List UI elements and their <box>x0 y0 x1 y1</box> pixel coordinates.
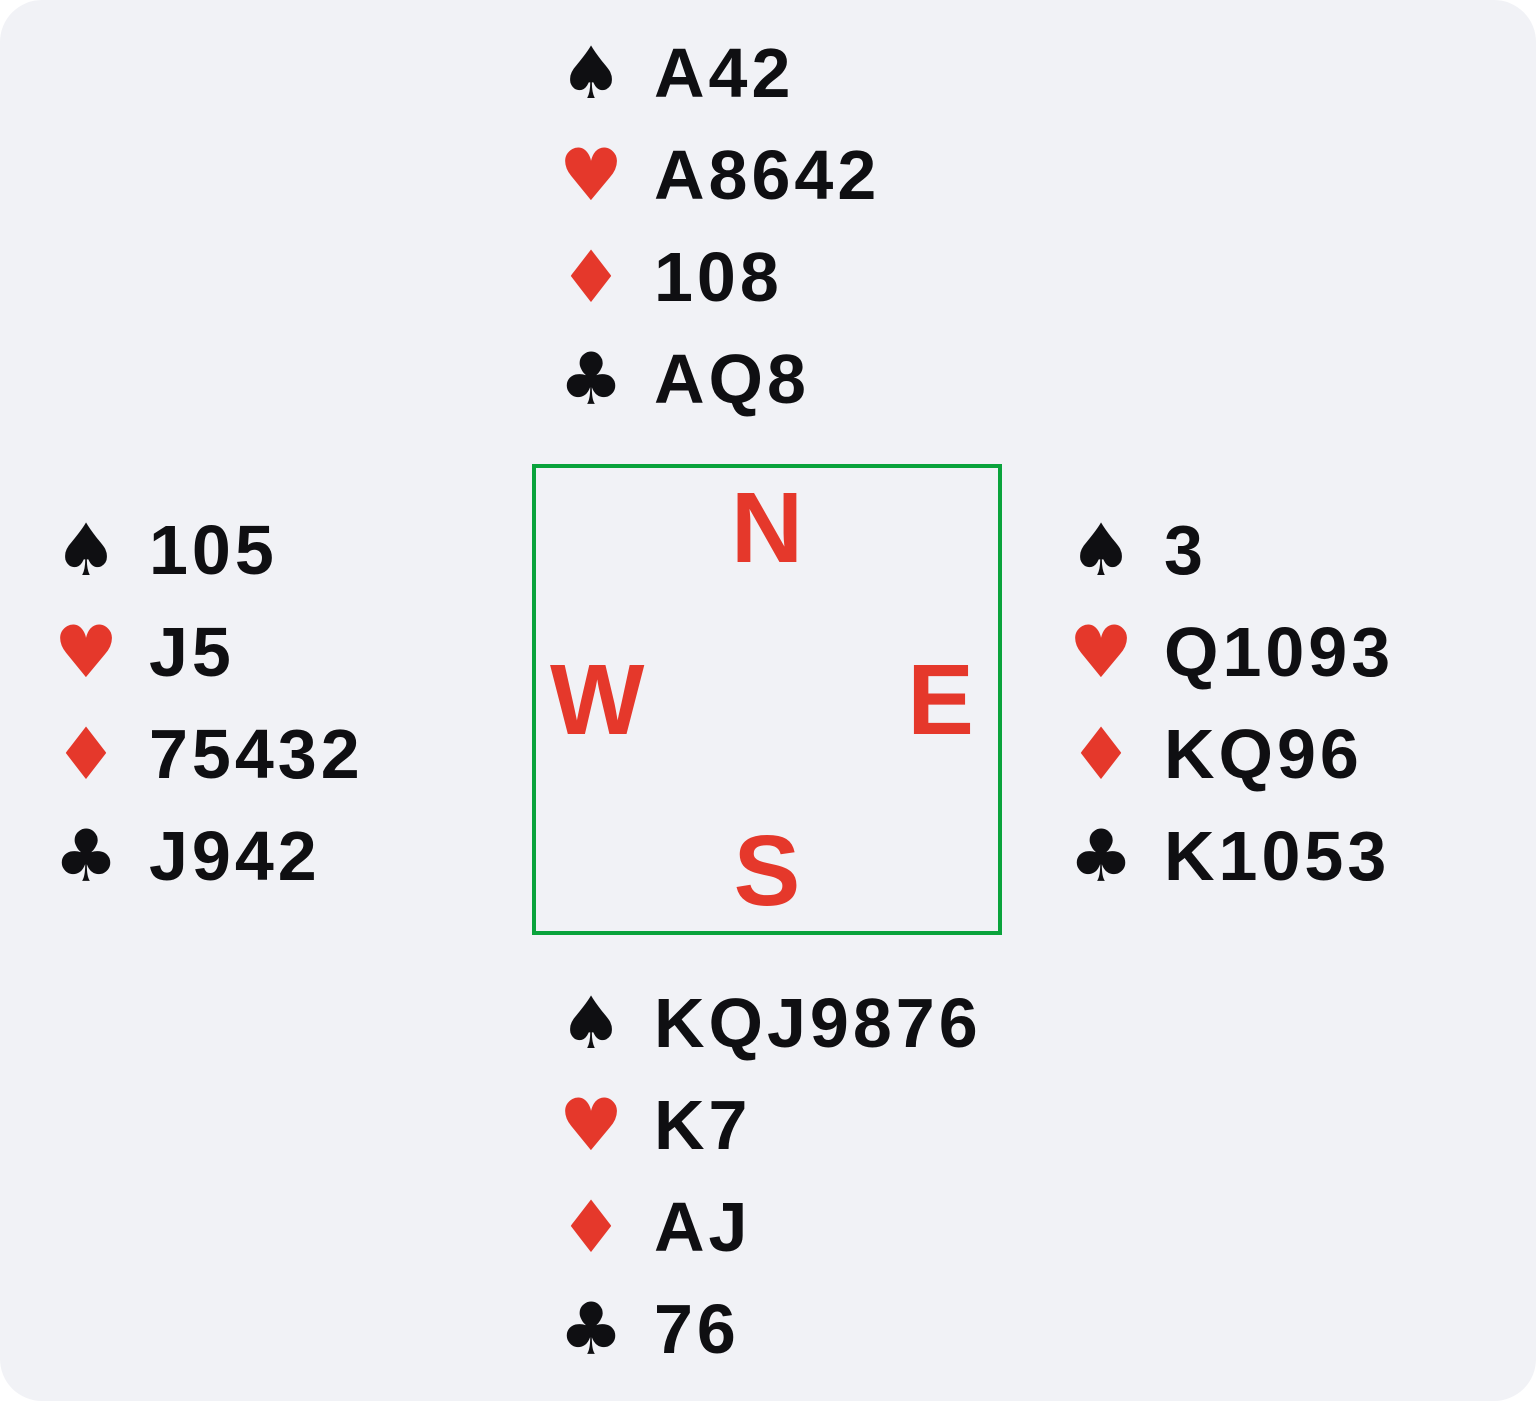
spade-icon: ♠ <box>558 981 624 1065</box>
south-hearts-row: ♥ K7 <box>558 1074 982 1176</box>
compass-west-label: W <box>550 643 645 756</box>
north-spades-cards: A42 <box>654 34 795 112</box>
heart-icon: ♥ <box>558 133 624 217</box>
heart-icon: ♥ <box>53 610 119 694</box>
compass-east-label: E <box>907 643 974 756</box>
compass-south-label: S <box>733 815 801 927</box>
north-clubs-row: ♣ AQ8 <box>558 328 880 430</box>
south-spades-cards: KQJ9876 <box>654 984 982 1062</box>
diamond-icon: ♦ <box>1068 712 1134 796</box>
east-hearts-row: ♥ Q1093 <box>1068 601 1395 703</box>
compass-north-label: N <box>730 472 804 584</box>
compass-box: N W E S <box>532 464 1002 935</box>
west-diamonds-row: ♦ 75432 <box>53 703 364 805</box>
club-icon: ♣ <box>1068 814 1134 898</box>
west-spades-cards: 105 <box>149 511 278 589</box>
west-hearts-row: ♥ J5 <box>53 601 364 703</box>
east-hearts-cards: Q1093 <box>1164 613 1395 691</box>
hand-north: ♠ A42 ♥ A8642 ♦ 108 ♣ AQ8 <box>558 22 881 430</box>
diamond-icon: ♦ <box>53 712 119 796</box>
south-diamonds-row: ♦ AJ <box>558 1176 982 1278</box>
west-clubs-cards: J942 <box>149 817 321 895</box>
west-diamonds-cards: 75432 <box>149 715 364 793</box>
north-hearts-cards: A8642 <box>654 136 881 214</box>
south-hearts-cards: K7 <box>654 1086 752 1164</box>
east-clubs-cards: K1053 <box>1164 817 1391 895</box>
south-clubs-cards: 76 <box>654 1290 740 1368</box>
heart-icon: ♥ <box>558 1083 624 1167</box>
south-spades-row: ♠ KQJ9876 <box>558 972 982 1074</box>
south-diamonds-cards: AJ <box>654 1188 752 1266</box>
east-clubs-row: ♣ K1053 <box>1068 805 1394 907</box>
spade-icon: ♠ <box>53 508 119 592</box>
hand-south: ♠ KQJ9876 ♥ K7 ♦ AJ ♣ 76 <box>558 972 982 1380</box>
north-diamonds-cards: 108 <box>654 238 783 316</box>
spade-icon: ♠ <box>1068 508 1134 592</box>
south-clubs-row: ♣ 76 <box>558 1278 982 1380</box>
hand-west: ♠ 105 ♥ J5 ♦ 75432 ♣ J942 <box>53 499 364 907</box>
west-clubs-row: ♣ J942 <box>53 805 364 907</box>
west-spades-row: ♠ 105 <box>53 499 364 601</box>
east-spades-cards: 3 <box>1164 511 1207 589</box>
west-hearts-cards: J5 <box>149 613 235 691</box>
club-icon: ♣ <box>558 1287 624 1371</box>
north-spades-row: ♠ A42 <box>558 22 880 124</box>
diamond-icon: ♦ <box>558 235 624 319</box>
hand-east: ♠ 3 ♥ Q1093 ♦ KQ96 ♣ K1053 <box>1068 499 1395 907</box>
club-icon: ♣ <box>53 814 119 898</box>
east-spades-row: ♠ 3 <box>1068 499 1394 601</box>
east-diamonds-cards: KQ96 <box>1164 715 1363 793</box>
north-diamonds-row: ♦ 108 <box>558 226 880 328</box>
spade-icon: ♠ <box>558 31 624 115</box>
north-hearts-row: ♥ A8642 <box>558 124 881 226</box>
north-clubs-cards: AQ8 <box>654 340 810 418</box>
diamond-icon: ♦ <box>558 1185 624 1269</box>
heart-icon: ♥ <box>1068 610 1134 694</box>
east-diamonds-row: ♦ KQ96 <box>1068 703 1394 805</box>
club-icon: ♣ <box>558 337 624 421</box>
